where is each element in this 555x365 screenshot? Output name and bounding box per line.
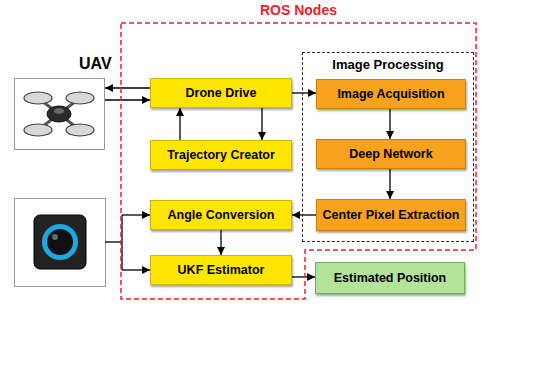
process-box: UKF Estimator <box>150 255 292 285</box>
box-label: Trajectory Creator <box>167 148 275 163</box>
flow-arrow <box>389 169 390 199</box>
process-box: Trajectory Creator <box>150 140 292 170</box>
box-label: Angle Conversion <box>168 208 275 223</box>
camera-frame <box>15 199 106 287</box>
drone-rotor <box>24 124 52 136</box>
region-title: ROS Nodes <box>120 2 477 18</box>
box-label: Drone Drive <box>186 86 257 101</box>
uav-frame: UAV <box>14 78 105 150</box>
flow-arrow <box>292 214 316 215</box>
process-box: Image Acquisition <box>316 79 466 109</box>
camera-lens <box>47 229 73 255</box>
camera-glint <box>52 234 58 240</box>
process-box: Deep Network <box>316 139 466 169</box>
drone-body <box>47 106 71 122</box>
box-label: Center Pixel Extraction <box>323 208 460 223</box>
flow-arrow <box>220 230 221 255</box>
drone-illustration <box>24 92 94 136</box>
flow-arrow <box>292 92 316 93</box>
device-label: UAV <box>79 54 112 73</box>
box-label: Image Acquisition <box>337 87 444 102</box>
box-label: Estimated Position <box>334 271 447 286</box>
flow-arrow <box>105 87 150 88</box>
camera-ring <box>42 224 78 260</box>
flow-arrow <box>261 108 262 140</box>
sensor-wires <box>105 215 150 270</box>
box-label: UKF Estimator <box>178 263 265 278</box>
sensor-wire <box>122 214 150 215</box>
output-box: Estimated Position <box>315 262 465 294</box>
sensor-wire <box>105 241 122 242</box>
process-box: Angle Conversion <box>150 200 292 230</box>
flow-arrow <box>179 108 180 140</box>
group-title: Image Processing <box>303 57 473 72</box>
group-box: Image AcquisitionDeep NetworkCenter Pixe… <box>302 52 474 242</box>
flow-arrow <box>389 109 390 139</box>
camera-body <box>34 215 86 269</box>
flow-arrow <box>105 99 150 100</box>
sensor-wire <box>122 269 150 270</box>
camera-illustration <box>15 199 106 287</box>
drone-rotor <box>66 124 94 136</box>
drone-rotor <box>66 92 94 104</box>
ros-region: Drone Drive Image AcquisitionDeep Network… <box>120 22 477 300</box>
process-box: Center Pixel Extraction <box>316 199 466 231</box>
box-label: Deep Network <box>349 147 432 162</box>
process-box: Drone Drive <box>150 78 292 108</box>
drone-body <box>54 108 64 114</box>
drone-rotor <box>24 92 52 104</box>
flow-arrow <box>292 276 315 277</box>
ros-outline-path <box>121 23 476 299</box>
